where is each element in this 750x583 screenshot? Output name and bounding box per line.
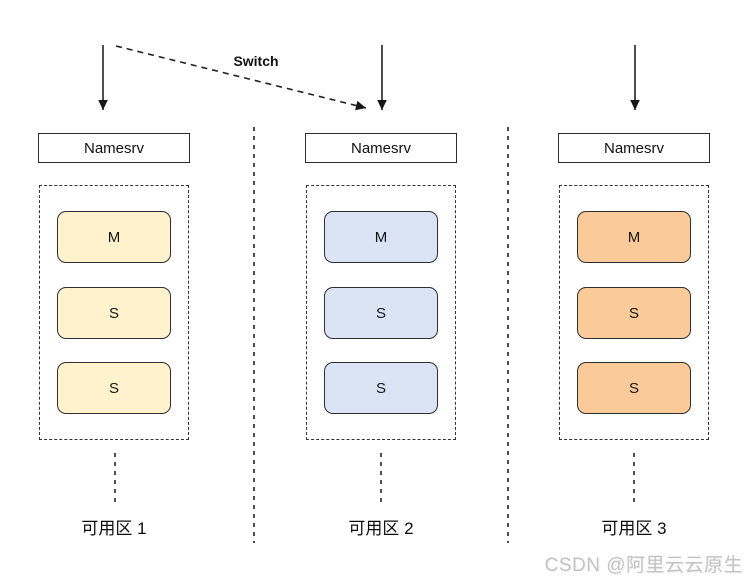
broker-cluster-container: M S S [559, 185, 709, 440]
switch-arrow [115, 45, 367, 111]
zone-label: 可用区 3 [601, 519, 667, 538]
broker-slave-1: S [577, 287, 691, 339]
namesrv-box: Namesrv [305, 133, 457, 163]
broker-cluster-container: M S S [39, 185, 189, 440]
namesrv-box: Namesrv [558, 133, 710, 163]
broker-master: M [324, 211, 438, 263]
broker-master: M [57, 211, 171, 263]
namesrv-box: Namesrv [38, 133, 190, 163]
zone-2: Namesrv M S S 可用区 2 [305, 133, 457, 553]
zone-3: Namesrv M S S 可用区 3 [558, 133, 710, 553]
broker-slave-1: S [324, 287, 438, 339]
broker-cluster-container: M S S [306, 185, 456, 440]
zone-1: Namesrv M S S 可用区 1 [38, 133, 190, 553]
zone-label: 可用区 1 [81, 519, 147, 538]
broker-slave-2: S [577, 362, 691, 414]
zone-label: 可用区 2 [348, 519, 414, 538]
broker-slave-2: S [57, 362, 171, 414]
broker-slave-1: S [57, 287, 171, 339]
switch-label: Switch [233, 53, 279, 69]
broker-master: M [577, 211, 691, 263]
broker-slave-2: S [324, 362, 438, 414]
csdn-watermark: CSDN @阿里云云原生 [544, 555, 743, 576]
